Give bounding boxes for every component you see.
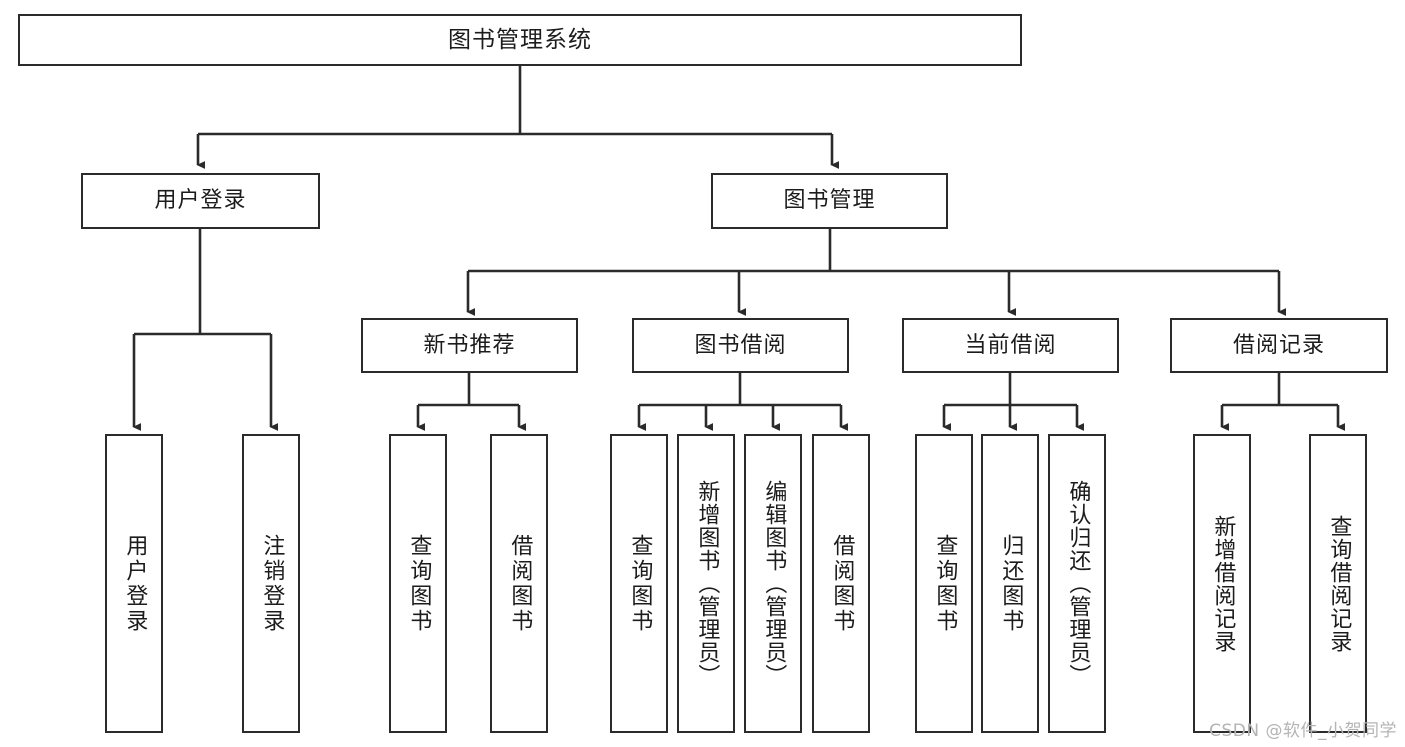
leaf-query-book-newbook-label: 查询图书	[406, 533, 432, 634]
node-borrow-record-label: 借阅记录	[1232, 332, 1325, 358]
node-user-login[interactable]: 用户登录	[81, 173, 320, 229]
leaf-add-borrow-record-label: 新增借阅记录	[1210, 514, 1236, 653]
leaf-add-book-admin[interactable]: 新增图书（管理员）	[677, 434, 735, 733]
leaf-query-borrow-record-label: 查询借阅记录	[1326, 514, 1352, 653]
node-book-manage-label: 图书管理	[783, 188, 876, 214]
node-new-book-recommend[interactable]: 新书推荐	[361, 318, 578, 373]
node-book-borrow-label: 图书借阅	[694, 332, 787, 358]
leaf-return-book[interactable]: 归还图书	[981, 434, 1039, 733]
node-root[interactable]: 图书管理系统	[18, 14, 1022, 66]
node-borrow-record[interactable]: 借阅记录	[1170, 318, 1388, 373]
leaf-return-book-label: 归还图书	[998, 533, 1024, 634]
node-new-book-recommend-label: 新书推荐	[423, 332, 516, 358]
leaf-confirm-return-admin-label: 确认归还（管理员）	[1065, 480, 1091, 687]
leaf-borrow-book-borrow-label: 借阅图书	[829, 533, 855, 634]
leaf-user-login-label: 用户登录	[122, 533, 148, 634]
leaf-add-borrow-record[interactable]: 新增借阅记录	[1193, 434, 1251, 733]
leaf-query-book-newbook[interactable]: 查询图书	[389, 434, 447, 733]
leaf-user-login[interactable]: 用户登录	[105, 434, 163, 733]
leaf-logout-label: 注销登录	[259, 533, 285, 634]
leaf-confirm-return-admin[interactable]: 确认归还（管理员）	[1048, 434, 1106, 733]
leaf-query-book-borrow-label: 查询图书	[627, 533, 653, 634]
leaf-query-book-current[interactable]: 查询图书	[915, 434, 973, 733]
leaf-add-book-admin-label: 新增图书（管理员）	[694, 480, 720, 687]
leaf-borrow-book-borrow[interactable]: 借阅图书	[812, 434, 870, 733]
node-user-login-label: 用户登录	[154, 188, 247, 214]
leaf-borrow-book-newbook[interactable]: 借阅图书	[490, 434, 548, 733]
node-current-borrow[interactable]: 当前借阅	[902, 318, 1119, 373]
node-book-borrow[interactable]: 图书借阅	[632, 318, 849, 373]
csdn-watermark: CSDN @软件_小贺同学	[1209, 721, 1397, 741]
leaf-edit-book-admin[interactable]: 编辑图书（管理员）	[744, 434, 802, 733]
node-book-manage[interactable]: 图书管理	[711, 173, 948, 229]
node-current-borrow-label: 当前借阅	[964, 332, 1057, 358]
node-root-label: 图书管理系统	[448, 26, 592, 53]
leaf-edit-book-admin-label: 编辑图书（管理员）	[761, 480, 787, 687]
leaf-query-book-borrow[interactable]: 查询图书	[610, 434, 668, 733]
leaf-logout[interactable]: 注销登录	[242, 434, 300, 733]
leaf-borrow-book-newbook-label: 借阅图书	[507, 533, 533, 634]
leaf-query-book-current-label: 查询图书	[932, 533, 958, 634]
leaf-query-borrow-record[interactable]: 查询借阅记录	[1309, 434, 1367, 733]
